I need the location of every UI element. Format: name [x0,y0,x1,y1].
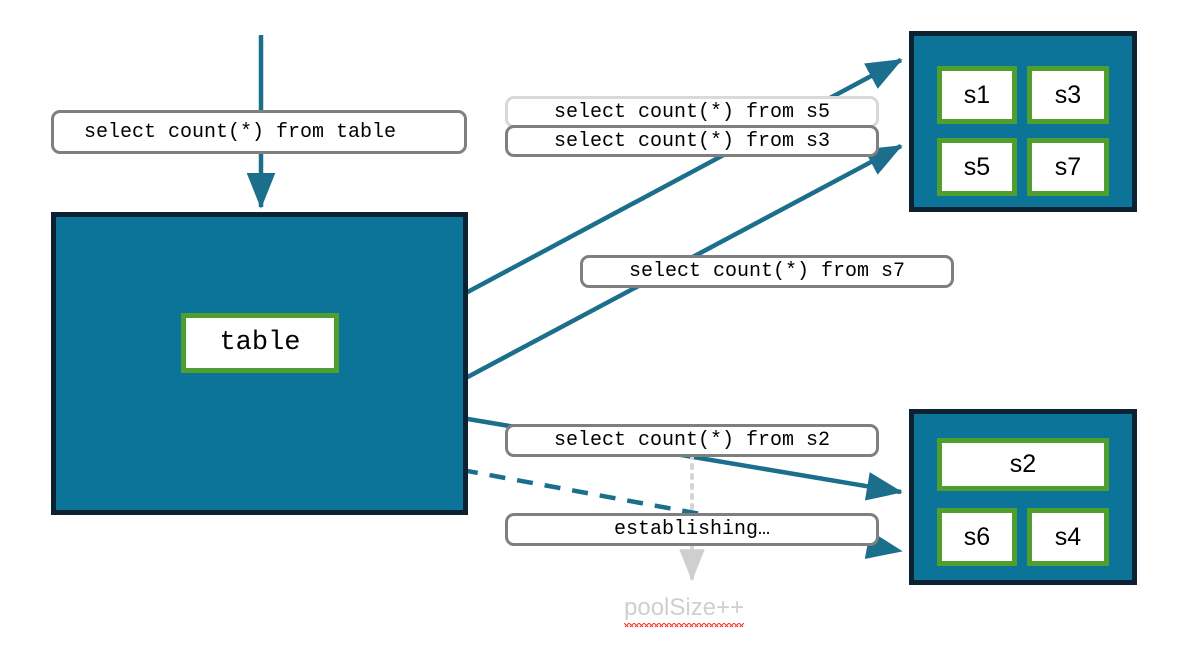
shard-s1[interactable]: s1 [937,66,1017,124]
chip-establishing[interactable]: establishing… [505,513,879,546]
shard-s3[interactable]: s3 [1027,66,1109,124]
shard-table[interactable]: table [181,313,339,373]
chip-query-from-s3[interactable]: select count(*) from s3 [505,125,879,157]
chip-query-from-s2[interactable]: select count(*) from s2 [505,424,879,457]
annotation-poolsize: poolSize++ [624,594,745,627]
shard-s6[interactable]: s6 [937,508,1017,566]
chip-query-from-s7[interactable]: select count(*) from s7 [580,255,954,288]
chip-query-from-table[interactable]: select count(*) from table [51,110,467,154]
chip-query-from-s5[interactable]: select count(*) from s5 [505,96,879,128]
shard-s2[interactable]: s2 [937,438,1109,491]
annotation-poolsize-text: poolSize++ [624,594,745,627]
shard-s5[interactable]: s5 [937,138,1017,196]
shard-s4[interactable]: s4 [1027,508,1109,566]
shard-s7[interactable]: s7 [1027,138,1109,196]
